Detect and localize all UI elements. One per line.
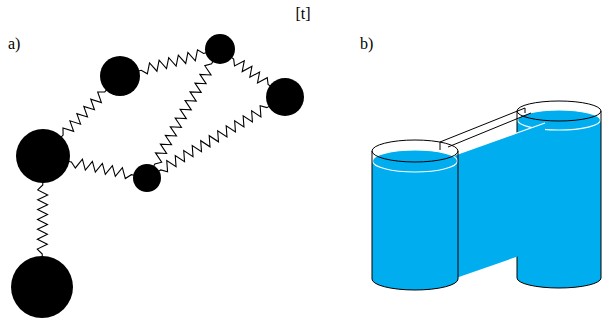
mass-ball bbox=[133, 164, 161, 192]
water-surface bbox=[373, 150, 458, 172]
panel-label: b) bbox=[360, 36, 373, 52]
mass-ball bbox=[16, 129, 70, 183]
communicating-vessels bbox=[372, 101, 601, 290]
masses bbox=[11, 34, 304, 318]
mass-ball bbox=[205, 34, 235, 64]
vessel-wall bbox=[372, 151, 458, 290]
spring bbox=[230, 57, 271, 87]
water bbox=[372, 161, 458, 290]
mass-ball bbox=[11, 256, 73, 318]
spring bbox=[60, 89, 107, 138]
panel-label: a) bbox=[8, 36, 20, 52]
mass-ball bbox=[266, 78, 304, 116]
spring bbox=[137, 50, 207, 74]
vessel-rim bbox=[372, 140, 458, 162]
spring bbox=[37, 181, 47, 258]
channel-rim bbox=[440, 108, 531, 150]
spring bbox=[67, 159, 135, 178]
left-cylinder bbox=[372, 140, 458, 290]
vessel-rim bbox=[517, 101, 601, 121]
placement-specifier: [t] bbox=[295, 6, 310, 22]
springs bbox=[37, 50, 271, 258]
spring bbox=[157, 106, 270, 172]
mass-ball bbox=[100, 56, 140, 96]
